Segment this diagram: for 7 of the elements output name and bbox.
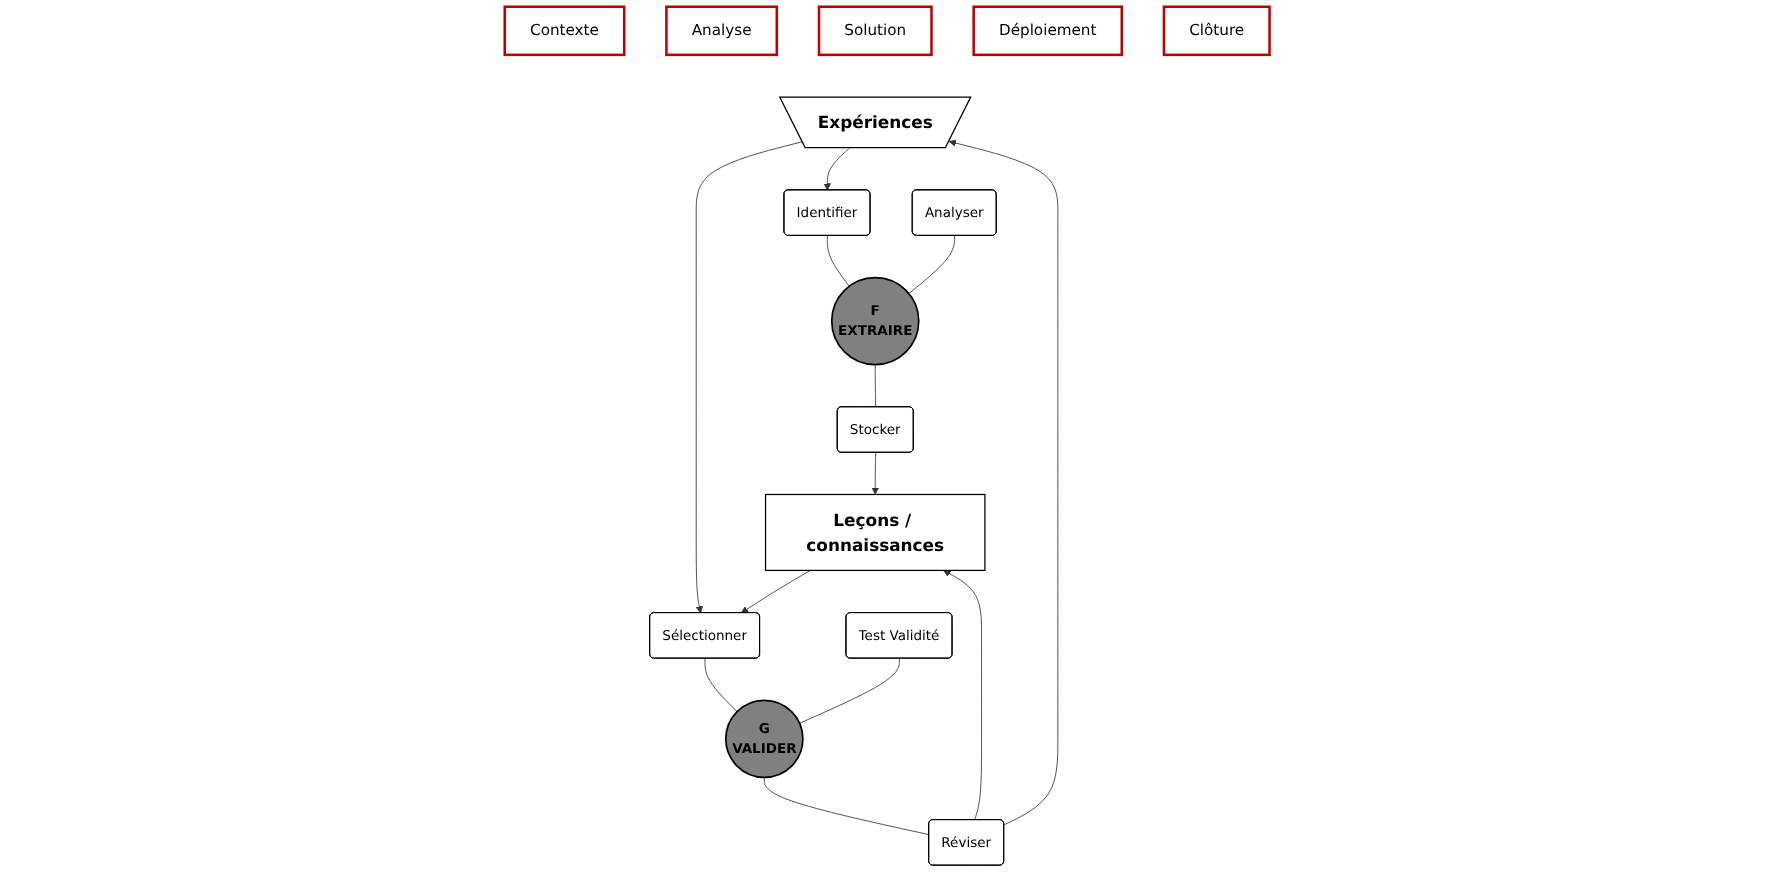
connector <box>764 777 931 836</box>
connector <box>800 658 901 724</box>
connector <box>909 235 956 294</box>
connector <box>827 235 851 287</box>
connector <box>875 364 877 408</box>
node-box: Leçons / connaissances <box>765 493 987 572</box>
connector <box>705 658 739 713</box>
